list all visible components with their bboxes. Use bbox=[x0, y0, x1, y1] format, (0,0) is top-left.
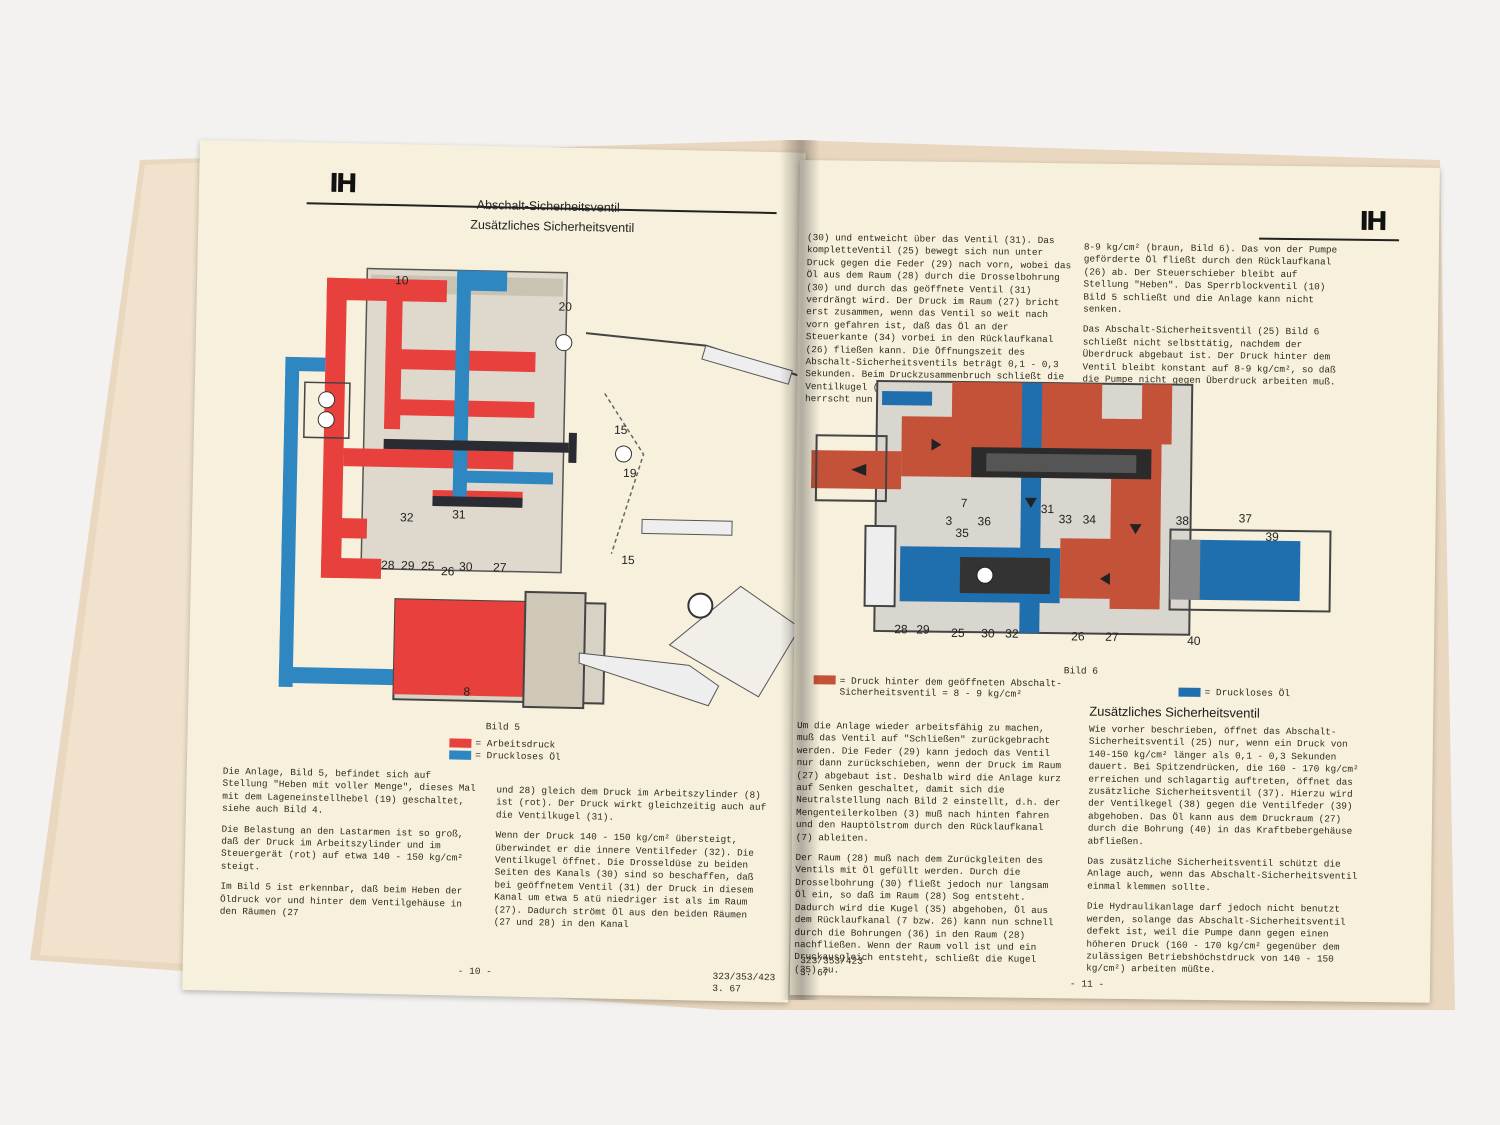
callout-label: 26 bbox=[441, 564, 455, 578]
callout-label: 27 bbox=[1105, 630, 1119, 644]
legend-label: = Druckloses Öl bbox=[1204, 686, 1291, 700]
callout-label: 28 bbox=[381, 558, 395, 572]
legend-swatch-blue bbox=[1178, 687, 1201, 697]
callout-label: 37 bbox=[1239, 511, 1253, 525]
legend-label: = Druck hinter dem geöffneten Abschalt-S… bbox=[839, 675, 1063, 700]
footer-code: 323/353/423 bbox=[712, 970, 776, 984]
callout-label: 19 bbox=[623, 466, 637, 480]
callout-label: 25 bbox=[421, 559, 435, 573]
callout-label: 30 bbox=[459, 560, 473, 574]
callout-label: 8 bbox=[463, 685, 470, 699]
top-text-column-2: 8-9 kg/cm² (braun, Bild 6). Das von der … bbox=[1082, 241, 1339, 397]
callout-label: 15 bbox=[614, 423, 628, 437]
section-heading: Zusätzliches Sicherheitsventil bbox=[1089, 703, 1260, 721]
callout-label: 20 bbox=[558, 300, 572, 314]
page-number: - 11 - bbox=[1069, 978, 1105, 990]
callout-label: 32 bbox=[400, 510, 414, 524]
callout-label: 31 bbox=[452, 507, 466, 521]
callout-label: 32 bbox=[1005, 627, 1019, 641]
paragraph: Im Bild 5 ist erkennbar, daß beim Heben … bbox=[219, 880, 463, 919]
legend-swatch-red bbox=[813, 675, 836, 685]
legend-swatch-red bbox=[449, 738, 472, 748]
left-page: IH Abschalt-Sicherheitsventil Zusätzlich… bbox=[182, 140, 806, 1003]
paragraph: Die Hydraulikanlage darf jedoch nicht be… bbox=[1086, 900, 1346, 976]
callout-label: 7 bbox=[961, 496, 968, 510]
paragraph: 8-9 kg/cm² (braun, Bild 6). Das von der … bbox=[1083, 241, 1338, 315]
header-rule bbox=[1259, 237, 1400, 242]
callout-label: 27 bbox=[493, 560, 507, 574]
callout-label: 39 bbox=[1265, 530, 1279, 544]
callout-label: 34 bbox=[1083, 512, 1097, 526]
callout-label: 36 bbox=[978, 514, 992, 528]
callout-label: 29 bbox=[916, 622, 930, 636]
callout-label: 30 bbox=[981, 626, 995, 640]
valve-diagram-bild6: 7 3 35 36 31 33 34 38 37 39 28 29 25 30 … bbox=[810, 379, 1332, 648]
footer-date: 3. 67 bbox=[712, 982, 741, 995]
callout-label: 25 bbox=[951, 626, 965, 640]
text-column-2: und 28) gleich dem Druck im Arbeitszylin… bbox=[493, 784, 771, 942]
legend-label: = Arbeitsdruck bbox=[475, 737, 556, 751]
callout-label: 40 bbox=[1187, 634, 1201, 648]
callout-label: 10 bbox=[395, 273, 409, 287]
legend-label: = Druckloses Öl bbox=[475, 749, 561, 763]
footer-code: 323/353/423 bbox=[800, 955, 864, 967]
paragraph: Wenn der Druck 140 - 150 kg/cm² überstei… bbox=[493, 829, 755, 931]
callout-label: 26 bbox=[1071, 629, 1085, 643]
figure-caption: Bild 5 bbox=[485, 721, 521, 733]
page-title: Abschalt-Sicherheitsventil bbox=[476, 197, 620, 215]
ih-logo: IH bbox=[1359, 206, 1385, 238]
callout-label: 33 bbox=[1059, 512, 1073, 526]
callout-label: 31 bbox=[1041, 502, 1055, 516]
legend-swatch-blue bbox=[449, 750, 472, 760]
paragraph: Wie vorher beschrieben, öffnet das Absch… bbox=[1087, 723, 1359, 847]
callout-label: 35 bbox=[955, 526, 969, 540]
paragraph: Das zusätzliche Sicherheitsventil schütz… bbox=[1087, 855, 1358, 893]
paragraph: Die Belastung an den Lastarmen ist so gr… bbox=[220, 823, 464, 873]
callout-label: 38 bbox=[1176, 514, 1190, 528]
legend-item: = Arbeitsdruck bbox=[449, 737, 556, 751]
paragraph: Die Anlage, Bild 5, befindet sich auf St… bbox=[221, 765, 476, 816]
footer-date: 3. 67 bbox=[800, 967, 829, 979]
callout-label: 29 bbox=[401, 558, 415, 572]
paragraph: und 28) gleich dem Druck im Arbeitszylin… bbox=[495, 784, 767, 823]
page-number: - 10 - bbox=[457, 965, 492, 978]
legend-item: = Druck hinter dem geöffneten Abschalt-S… bbox=[813, 675, 1063, 700]
legend-item: = Druckloses Öl bbox=[449, 749, 561, 763]
text-column-1: Um die Anlage wieder arbeitsfähig zu mac… bbox=[794, 720, 1067, 987]
text-column-1: Die Anlage, Bild 5, befindet sich auf St… bbox=[220, 766, 478, 932]
page-subtitle: Zusätzliches Sicherheitsventil bbox=[470, 217, 635, 236]
paragraph: Um die Anlage wieder arbeitsfähig zu mac… bbox=[795, 720, 1062, 844]
legend-item: = Druckloses Öl bbox=[1178, 687, 1290, 699]
figure-caption: Bild 6 bbox=[1063, 665, 1099, 677]
callout-label: 28 bbox=[894, 622, 908, 636]
hydraulic-diagram-bild5: 10 20 15 19 15 31 32 28 29 25 26 30 27 8 bbox=[278, 267, 806, 710]
callout-label: 3 bbox=[946, 514, 953, 528]
callout-label: 15 bbox=[621, 553, 635, 567]
right-page: IH (30) und entweicht über das Ventil (3… bbox=[789, 160, 1440, 1003]
ih-logo: IH bbox=[328, 168, 355, 200]
text-column-2: Wie vorher beschrieben, öffnet das Absch… bbox=[1086, 724, 1364, 987]
